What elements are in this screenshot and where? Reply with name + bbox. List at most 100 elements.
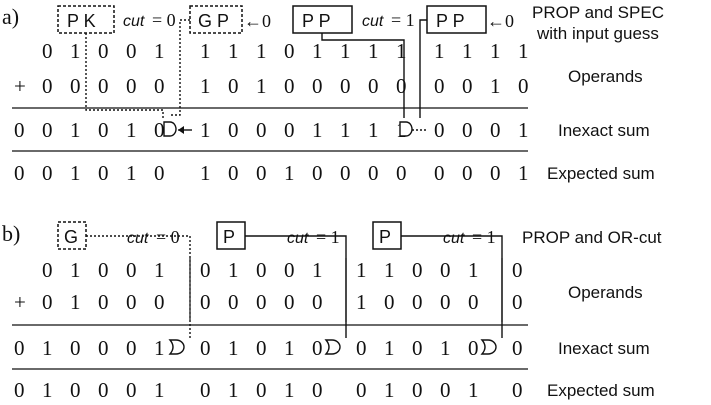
digit: 1 — [228, 336, 239, 360]
or-gate-icon-b2 — [324, 339, 341, 355]
digit: 0 — [70, 336, 81, 360]
plus-sign-a: + — [14, 74, 26, 98]
digit: 0 — [512, 258, 523, 282]
digit: 0 — [98, 258, 109, 282]
digit: 0 — [490, 161, 501, 185]
digit: 0 — [368, 74, 379, 98]
digit: 0 — [42, 118, 53, 142]
digit: 1 — [70, 258, 81, 282]
digit: 0 — [368, 161, 379, 185]
panel-a-expected-label: Expected sum — [547, 164, 655, 183]
digit: 1 — [284, 378, 295, 402]
digit: 1 — [70, 161, 81, 185]
gate-icon-a2 — [399, 121, 413, 137]
panel-b-inexact-label: Inexact sum — [558, 339, 650, 358]
digit: 0 — [284, 290, 295, 314]
digit: 1 — [42, 336, 53, 360]
digit: 1 — [340, 39, 351, 63]
digit: 0 — [126, 258, 137, 282]
digit: 1 — [356, 258, 367, 282]
digit: 0 — [468, 336, 479, 360]
panel-b-operands-label: Operands — [568, 283, 643, 302]
digit: 1 — [154, 258, 165, 282]
wire-g — [86, 235, 191, 338]
digit: 0 — [412, 336, 423, 360]
digit: 0 — [42, 290, 53, 314]
digit: 0 — [42, 74, 53, 98]
digit: 0 — [256, 378, 267, 402]
digit: 1 — [126, 161, 137, 185]
digit: 0 — [200, 378, 211, 402]
digit: 0 — [126, 336, 137, 360]
box-gp-label: G P — [198, 11, 229, 31]
digit: 0 — [98, 336, 109, 360]
digit: 1 — [200, 118, 211, 142]
digit: 1 — [490, 39, 501, 63]
panel-b-tag: b) — [2, 221, 20, 246]
digit: 1 — [384, 336, 395, 360]
cut-label-a1: cut — [123, 13, 145, 30]
digit: 0 — [14, 336, 25, 360]
digit: 0 — [284, 39, 295, 63]
wire-gp — [171, 19, 190, 116]
box-pp-2-label: P P — [436, 11, 465, 31]
cut-label-b2: cut — [287, 230, 309, 247]
digit: 1 — [154, 378, 165, 402]
digit: 0 — [126, 290, 137, 314]
digit: 1 — [518, 39, 529, 63]
digit: 0 — [200, 336, 211, 360]
digit: 0 — [412, 258, 423, 282]
cut-value-b2: = 1 — [316, 227, 340, 247]
digit: 0 — [312, 378, 323, 402]
digit: 0 — [42, 39, 53, 63]
arrow-zero-2: ←0 — [487, 11, 514, 31]
digit: 0 — [468, 290, 479, 314]
digit: 0 — [440, 258, 451, 282]
digit: 1 — [284, 336, 295, 360]
digit: 1 — [468, 378, 479, 402]
digit: 0 — [256, 258, 267, 282]
digit: 1 — [518, 161, 529, 185]
box-pp-1-label: P P — [302, 11, 331, 31]
digit: 1 — [256, 74, 267, 98]
digit: 0 — [228, 118, 239, 142]
digit: 1 — [200, 39, 211, 63]
digit: 0 — [440, 378, 451, 402]
digit: 0 — [512, 378, 523, 402]
box-g-label: G — [64, 227, 78, 247]
digit: 0 — [154, 290, 165, 314]
panel-a-title-line1: PROP and SPEC — [532, 3, 664, 22]
cut-label-b1: cut — [127, 230, 149, 247]
digit: 0 — [154, 161, 165, 185]
digit: 0 — [512, 290, 523, 314]
digit: 0 — [412, 378, 423, 402]
digit: 1 — [200, 161, 211, 185]
digit: 0 — [98, 74, 109, 98]
cut-value-b1: = 0 — [156, 227, 180, 247]
digit: 1 — [256, 39, 267, 63]
digit: 1 — [312, 258, 323, 282]
digit: 1 — [228, 39, 239, 63]
digit: 0 — [518, 74, 529, 98]
digit: 1 — [154, 336, 165, 360]
digit: 0 — [256, 161, 267, 185]
digit: 0 — [396, 161, 407, 185]
digit: 0 — [98, 39, 109, 63]
wire-p2 — [401, 235, 503, 338]
box-gp — [189, 5, 243, 34]
digit: 1 — [284, 161, 295, 185]
digit: 1 — [228, 258, 239, 282]
arrow-zero-1: ←0 — [244, 11, 271, 31]
digit: 0 — [154, 74, 165, 98]
cut-value-b3: = 1 — [472, 227, 496, 247]
digit: 0 — [228, 290, 239, 314]
digit: 0 — [14, 161, 25, 185]
box-p-2-label: P — [379, 227, 391, 247]
